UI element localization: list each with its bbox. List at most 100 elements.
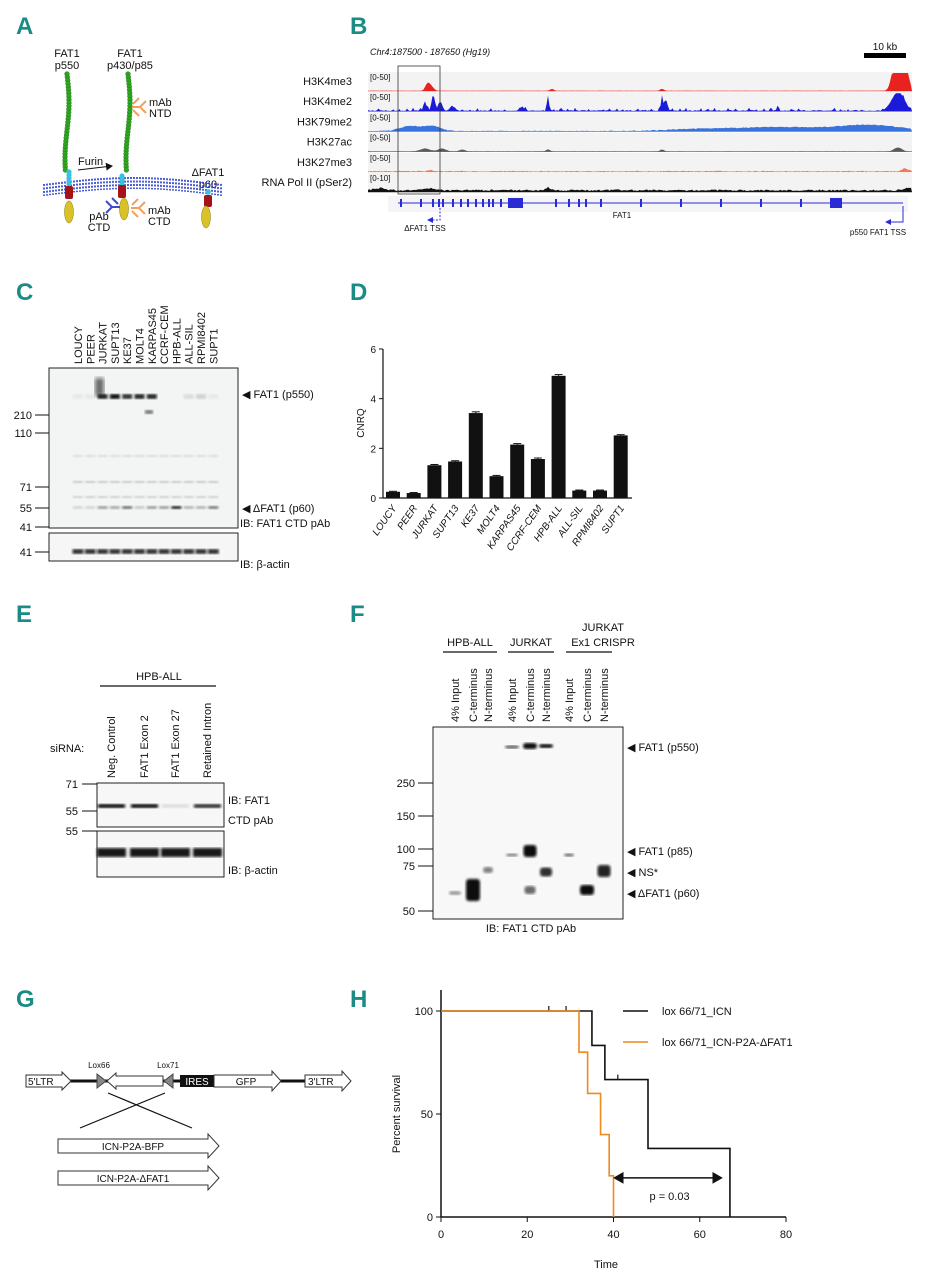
band-nonspecific <box>159 496 170 498</box>
blot-band <box>466 879 480 901</box>
band-p550 <box>146 394 157 399</box>
y-tick-label: 6 <box>370 345 376 356</box>
track-h3k79me2: H3K79me2[0-50] <box>297 112 912 132</box>
band-nonspecific <box>109 481 120 483</box>
gene-exon <box>555 199 557 207</box>
band-label-p550: ◀ FAT1 (p550) <box>242 389 314 401</box>
dfat1-tss-arrow <box>427 208 441 223</box>
lane-label: LOUCY <box>73 325 85 364</box>
gene-exon <box>640 199 642 207</box>
panel-label-g: G <box>16 986 35 1013</box>
gene-exon <box>420 199 422 207</box>
panel-label-e: E <box>16 601 32 628</box>
band-p60 <box>171 506 182 509</box>
band-labels: ◀ FAT1 (p550)◀ FAT1 (p85)◀ NS*◀ ΔFAT1 (p… <box>627 742 699 900</box>
marker-label: 41 <box>20 522 32 534</box>
bar-all-sil <box>572 490 587 498</box>
actin-blot <box>48 532 239 562</box>
x-tick-label: 40 <box>607 1229 619 1241</box>
track-name: H3K27ac <box>307 137 353 149</box>
band-actin <box>109 549 121 554</box>
blot-band <box>505 745 519 749</box>
p-value-label: p = 0.03 <box>650 1191 690 1203</box>
band-nonspecific <box>122 455 133 457</box>
track-range: [0-50] <box>370 154 390 163</box>
band-nonspecific <box>183 496 194 498</box>
lane-label: FAT1 Exon 2 <box>139 715 151 778</box>
band-karpas45-lower <box>145 410 153 414</box>
bar-jurkat <box>427 465 442 498</box>
band-p550 <box>109 394 120 399</box>
gene-exon <box>720 199 722 207</box>
lane-label: KARPAS45 <box>147 308 159 364</box>
band-nonspecific <box>109 455 120 457</box>
gene-exon <box>467 199 469 207</box>
gene-exon <box>488 199 490 207</box>
x-axis-label: Time <box>594 1259 618 1271</box>
icn-p2a-dfat1-label: ICN-P2A-ΔFAT1 <box>97 1174 170 1185</box>
track-background <box>368 92 912 112</box>
ires-label: IRES <box>185 1077 209 1088</box>
band-actin <box>130 848 159 857</box>
band-label-p60: ◀ ΔFAT1 (p60) <box>242 503 314 515</box>
gene-exon <box>680 199 682 207</box>
panel-g-construct-diagram: 5'LTR Lox66 Lox71 IRES GFP 3'LTR ICN-P2A… <box>25 1061 352 1192</box>
track-name: RNA Pol II (pSer2) <box>262 177 352 189</box>
bar-peer <box>406 493 421 498</box>
icn-p2a-dfat1-arrow <box>57 1164 220 1192</box>
lane-label: N-terminus <box>541 668 553 722</box>
band-label: ◀ FAT1 (p85) <box>627 846 693 858</box>
band-actin <box>146 549 158 554</box>
band-p550 <box>97 394 108 399</box>
gene-exon <box>432 199 434 207</box>
genomic-region-label: Chr4:187500 - 187650 (Hg19) <box>370 47 490 57</box>
track-name: H3K27me3 <box>297 157 352 169</box>
band-nonspecific <box>122 496 133 498</box>
gene-exon <box>452 199 454 207</box>
icn-reverse-insert-arrow <box>106 1071 164 1091</box>
ib-label: IB: FAT1 CTD pAb <box>486 923 576 935</box>
recombination-cross-line <box>107 1092 193 1129</box>
panel-label-c: C <box>16 279 33 306</box>
fat1-blot-bands <box>73 378 219 509</box>
lane-label: FAT1 Exon 27 <box>170 709 182 778</box>
track-background <box>368 152 912 172</box>
marker-label: 250 <box>397 778 415 790</box>
group-label-hpb-all: HPB-ALL <box>447 637 493 649</box>
marker-label: 210 <box>14 410 32 422</box>
x-tick-label: LOUCY <box>371 502 401 538</box>
pab-ctd-label-1: pAb <box>89 211 109 223</box>
gene-exon <box>508 198 523 208</box>
gene-name-label: FAT1 <box>613 211 632 220</box>
legend-label: lox 66/71_ICN-P2A-ΔFAT1 <box>662 1037 793 1049</box>
track-signal <box>368 124 912 132</box>
band-nonspecific <box>85 496 96 498</box>
marker-55: 55 <box>66 806 78 818</box>
lane-label: KE37 <box>122 337 134 364</box>
gene-exon <box>475 199 477 207</box>
band-nonspecific <box>85 455 96 457</box>
band-p60 <box>85 506 96 509</box>
band-nonspecific <box>159 455 170 457</box>
ip-blot-bands <box>449 743 611 901</box>
band-actin <box>183 549 195 554</box>
scale-bar-label: 10 kb <box>873 42 898 53</box>
x-tick-label: 60 <box>694 1229 706 1241</box>
track-signal <box>368 147 912 152</box>
lane-label: SUPT13 <box>110 322 122 364</box>
bar-supt13 <box>448 461 463 498</box>
marker-label: 50 <box>403 906 415 918</box>
mab-ctd-label-1: mAb <box>148 205 171 217</box>
track-h3k27me3: H3K27me3 [0-50] <box>297 152 912 173</box>
lane-label: 4% Input <box>450 679 462 722</box>
track-background <box>368 132 912 152</box>
icn-p2a-bfp-label: ICN-P2A-BFP <box>102 1142 165 1153</box>
track-name: H3K79me2 <box>297 116 352 128</box>
band-nonspecific <box>171 481 182 483</box>
